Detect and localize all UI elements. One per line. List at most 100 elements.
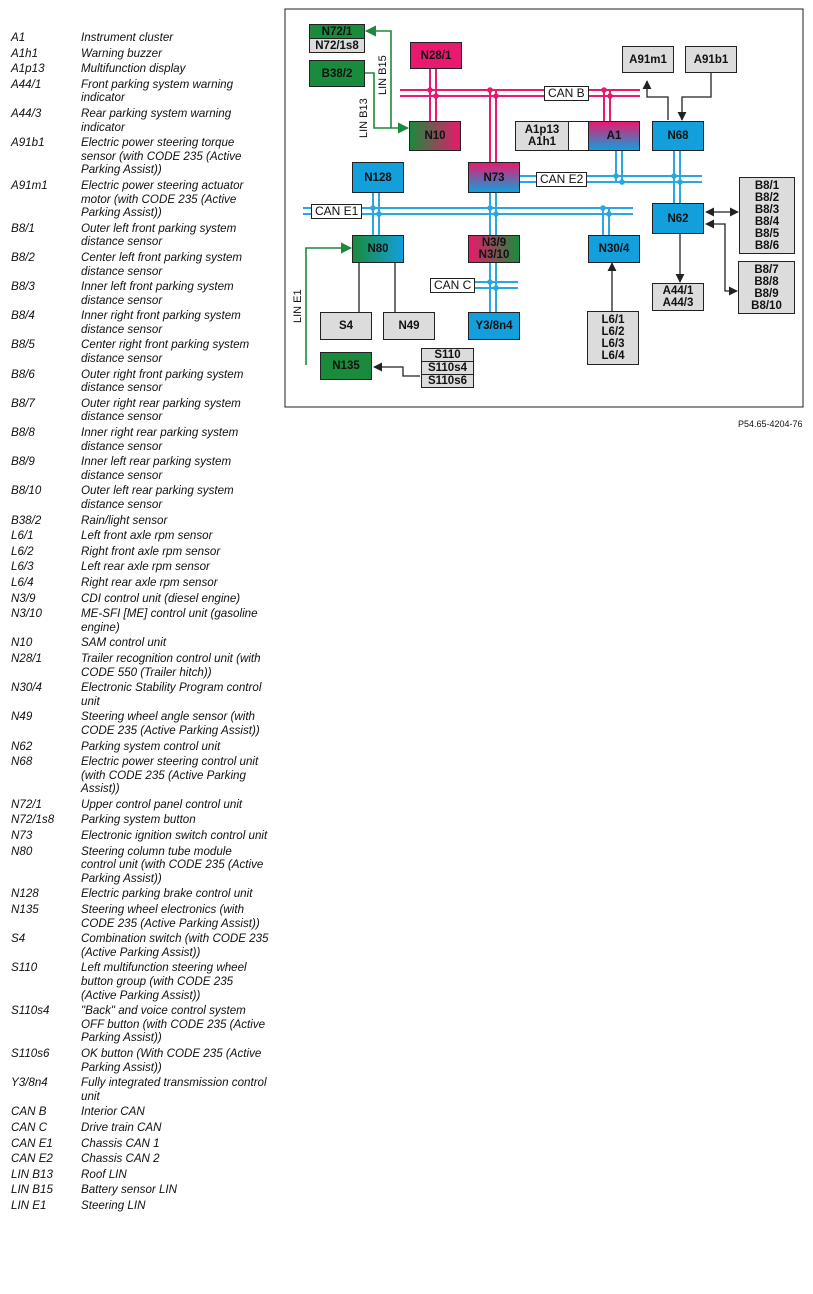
legend-code: B8/4 — [11, 309, 35, 323]
can-e2-label: CAN E2 — [536, 172, 588, 187]
legend-code: CAN E2 — [11, 1152, 53, 1166]
legend-description: Steering LIN — [81, 1198, 146, 1212]
legend-code: B8/8 — [11, 426, 35, 440]
legend-row: N3/9 CDI control unit (diesel engine) — [11, 592, 273, 606]
legend-description: Steering column tube module control unit… — [81, 844, 264, 885]
legend-code: B8/6 — [11, 367, 35, 381]
box-n72-1s8: N72/1s8 — [309, 38, 365, 53]
b8-9-label: B8/9 — [754, 287, 779, 300]
l6-3-label: L6/3 — [601, 338, 625, 350]
legend-description: Inner right rear parking system distance… — [81, 426, 239, 453]
legend-description: Right front axle rpm sensor — [81, 544, 221, 558]
a1p13-label: A1p13 — [524, 124, 560, 136]
box-n3-9-n3-10: N3/9 N3/10 — [468, 235, 520, 263]
legend-code: L6/3 — [11, 560, 34, 574]
legend-description: Inner right front parking system distanc… — [81, 309, 241, 336]
b8-8-label: B8/8 — [754, 275, 779, 288]
l6-1-label: L6/1 — [601, 314, 625, 326]
legend-code: L6/4 — [11, 575, 34, 589]
legend-code: A44/3 — [11, 106, 42, 120]
legend-code: B8/2 — [11, 250, 35, 264]
legend-code: N62 — [11, 739, 33, 753]
box-a1p13-a1h1: A1p13 A1h1 — [515, 121, 569, 151]
legend-description: Electronic ignition switch control unit — [81, 829, 268, 843]
legend-description: Steering wheel electronics (with CODE 23… — [81, 903, 260, 930]
legend-description: Parking system control unit — [81, 739, 221, 753]
b8-6-label: B8/6 — [754, 239, 780, 252]
legend-description: Chassis CAN 2 — [81, 1152, 160, 1166]
b8-7-label: B8/7 — [754, 263, 779, 276]
legend-row: N62 Parking system control unit — [11, 740, 273, 754]
legend-description: Center left front parking system distanc… — [81, 250, 243, 278]
legend-description: Instrument cluster — [81, 31, 174, 44]
legend-row: CAN E1 Chassis CAN 1 — [11, 1137, 273, 1151]
lin-b15-label: LIN B15 — [377, 55, 389, 95]
legend-description: ME-SFI [ME] control unit (gasoline engin… — [81, 607, 258, 634]
legend-code: N3/9 — [11, 591, 36, 605]
legend-code: LIN B15 — [11, 1183, 53, 1197]
legend-code: L6/2 — [11, 544, 34, 558]
legend-description: Outer right rear parking system distance… — [81, 396, 241, 424]
n3-10-label: N3/10 — [478, 249, 510, 261]
legend-code: N73 — [11, 829, 33, 843]
box-l6: L6/1 L6/2 L6/3 L6/4 — [587, 311, 639, 365]
legend-row: L6/2 Right front axle rpm sensor — [11, 545, 273, 559]
legend-description: Chassis CAN 1 — [81, 1136, 160, 1150]
legend-description: Trailer recognition control unit (with C… — [81, 651, 261, 679]
n3-9-label: N3/9 — [481, 237, 507, 249]
legend-code: CAN B — [11, 1105, 47, 1119]
legend-code: N80 — [11, 844, 33, 858]
legend-row: B8/2 Center left front parking system dis… — [11, 251, 273, 278]
legend-description: Inner left rear parking system distance … — [81, 455, 232, 482]
legend-code: S110 — [11, 961, 38, 975]
box-n128: N128 — [352, 162, 404, 193]
legend-code: A1p13 — [11, 62, 45, 76]
box-s4: S4 — [320, 312, 372, 340]
legend-description: Electric parking brake control unit — [81, 887, 253, 901]
b8-4-label: B8/4 — [754, 215, 780, 228]
lin-e1-label: LIN E1 — [292, 289, 304, 323]
legend-description: Inner left front parking system distance… — [81, 280, 234, 307]
legend-code: LIN E1 — [11, 1198, 47, 1212]
box-s110: S110 — [421, 348, 474, 362]
legend-code: S4 — [11, 932, 26, 946]
a44-3-label: A44/3 — [662, 297, 694, 309]
a44-1-label: A44/1 — [662, 285, 694, 297]
legend-code: A91b1 — [11, 136, 45, 150]
a1h1-label: A1h1 — [527, 136, 557, 148]
legend-code: N68 — [11, 755, 33, 769]
legend-code: CAN E1 — [11, 1136, 53, 1150]
legend-row: LIN E1 Steering LIN — [11, 1199, 273, 1213]
legend-description: Right rear axle rpm sensor — [81, 575, 218, 589]
box-n68: N68 — [652, 121, 704, 151]
legend-code: N135 — [11, 903, 39, 917]
b8-3-label: B8/3 — [754, 203, 780, 216]
can-e1-label: CAN E1 — [311, 204, 363, 219]
legend-description: Warning buzzer — [81, 46, 162, 60]
legend-description: Electric power steering torque sensor (w… — [81, 136, 242, 177]
box-b38-2: B38/2 — [309, 60, 365, 87]
legend-description: Roof LIN — [81, 1167, 127, 1181]
legend-description: CDI control unit (diesel engine) — [81, 591, 241, 605]
box-a91b1: A91b1 — [685, 46, 737, 73]
box-n72-1: N72/1 — [309, 24, 365, 39]
can-b-bus — [400, 68, 640, 162]
box-s110s4: S110s4 — [421, 361, 474, 375]
